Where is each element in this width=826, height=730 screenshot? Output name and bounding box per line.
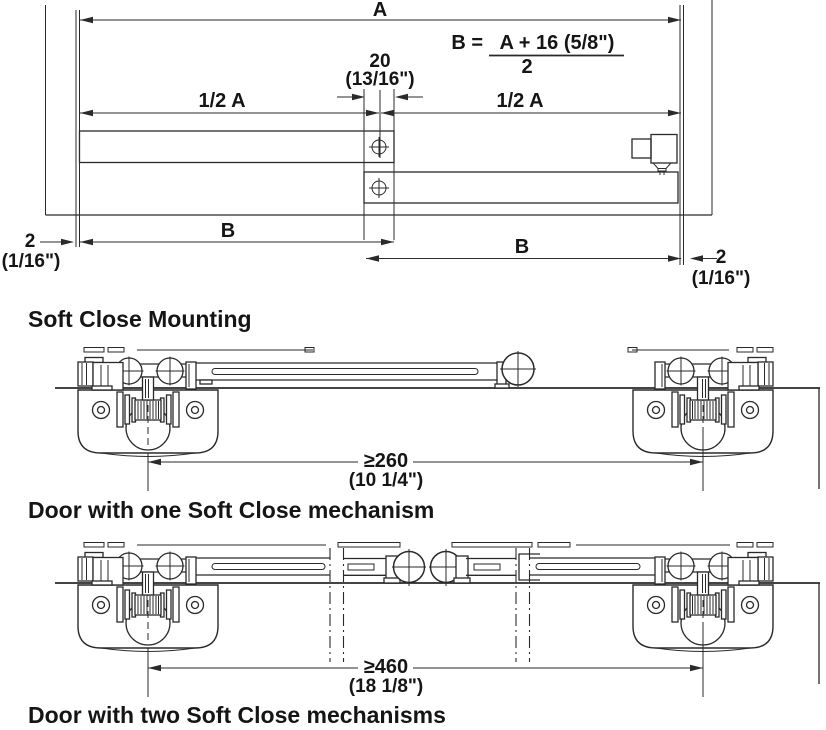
caption-two-mechanisms: Door with two Soft Close mechanisms bbox=[28, 702, 446, 728]
section-heading: Soft Close Mounting bbox=[28, 306, 252, 332]
dim-half-a-right: 1/2 A bbox=[496, 90, 543, 112]
dim-b-right: B bbox=[515, 236, 529, 258]
dim-2-right-in: (1/16") bbox=[692, 268, 751, 289]
dim-20-mm: 20 bbox=[369, 51, 390, 72]
dim-460-in: (18 1/8") bbox=[349, 676, 424, 697]
dim-half-a-left: 1/2 A bbox=[198, 90, 245, 112]
screw-hole bbox=[369, 137, 389, 157]
dim-20-in: (13/16") bbox=[345, 69, 414, 90]
screw-hole bbox=[369, 178, 389, 198]
soft-close-mechanism-left bbox=[77, 550, 219, 653]
dim-260-in: (10 1/4") bbox=[349, 470, 424, 491]
upper-rail bbox=[78, 130, 395, 164]
dim-2-left-mm: 2 bbox=[25, 231, 36, 252]
caption-one-mechanism: Door with one Soft Close mechanism bbox=[28, 497, 435, 523]
one-mechanism-drawing: ≥260 (10 1/4") bbox=[55, 347, 820, 491]
dim-a-label: A bbox=[373, 0, 387, 21]
formula-b: B = A + 16 (5/8") 2 bbox=[451, 32, 624, 78]
two-mechanism-drawing: ≥460 (18 1/8") bbox=[55, 542, 820, 697]
dim-2-right-mm: 2 bbox=[716, 247, 727, 268]
track-section-drawing: A B = A + 16 (5/8") 2 20 (13/16") 1/2 A … bbox=[2, 0, 751, 289]
dim-460-mm: ≥460 bbox=[364, 656, 408, 678]
soft-close-mechanism-left bbox=[77, 350, 537, 458]
formula-numerator: A + 16 (5/8") bbox=[500, 32, 615, 54]
dim-2-left-in: (1/16") bbox=[2, 251, 61, 272]
dim-260-mm: ≥260 bbox=[364, 450, 408, 472]
formula-lhs: B = bbox=[451, 32, 483, 54]
soft-close-trigger bbox=[631, 133, 678, 175]
lower-rail bbox=[363, 171, 679, 204]
formula-denominator: 2 bbox=[521, 56, 532, 78]
arm-end-rollers bbox=[344, 549, 516, 586]
dim-b-left: B bbox=[221, 220, 235, 242]
